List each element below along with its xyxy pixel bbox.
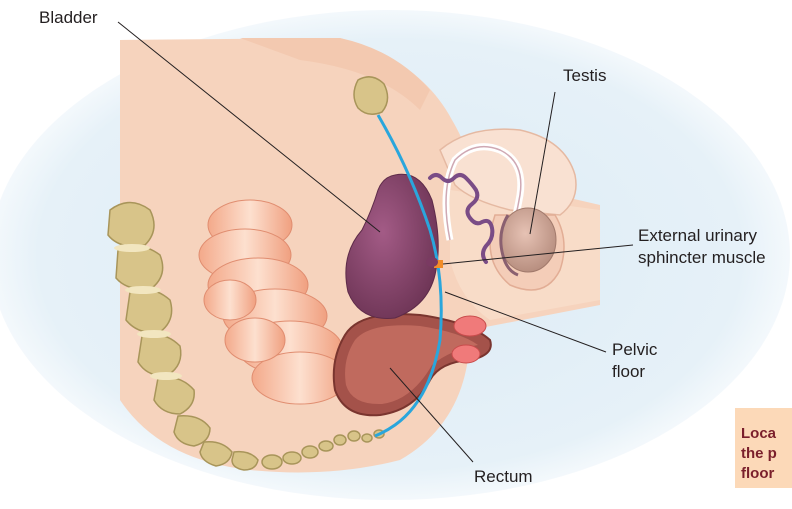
caption-line2: the p bbox=[741, 444, 777, 464]
label-sphincter-line1: External urinary bbox=[638, 226, 757, 246]
label-rectum: Rectum bbox=[474, 467, 533, 487]
label-pelvic-line1: Pelvic bbox=[612, 340, 657, 360]
caption-text: Loca the p floor bbox=[741, 424, 777, 484]
label-bladder: Bladder bbox=[39, 8, 98, 28]
prostate bbox=[454, 316, 486, 336]
pubic-bone bbox=[354, 77, 388, 114]
caption-line3: floor bbox=[741, 464, 777, 484]
label-sphincter-line2: sphincter muscle bbox=[638, 248, 766, 268]
label-testis: Testis bbox=[563, 66, 606, 86]
caption-box: Loca the p floor bbox=[735, 408, 792, 488]
caption-line1: Loca bbox=[741, 424, 777, 444]
prostate-lower bbox=[452, 345, 480, 363]
bladder-neck bbox=[426, 257, 438, 267]
label-pelvic-line2: floor bbox=[612, 362, 645, 382]
testis bbox=[500, 208, 556, 272]
